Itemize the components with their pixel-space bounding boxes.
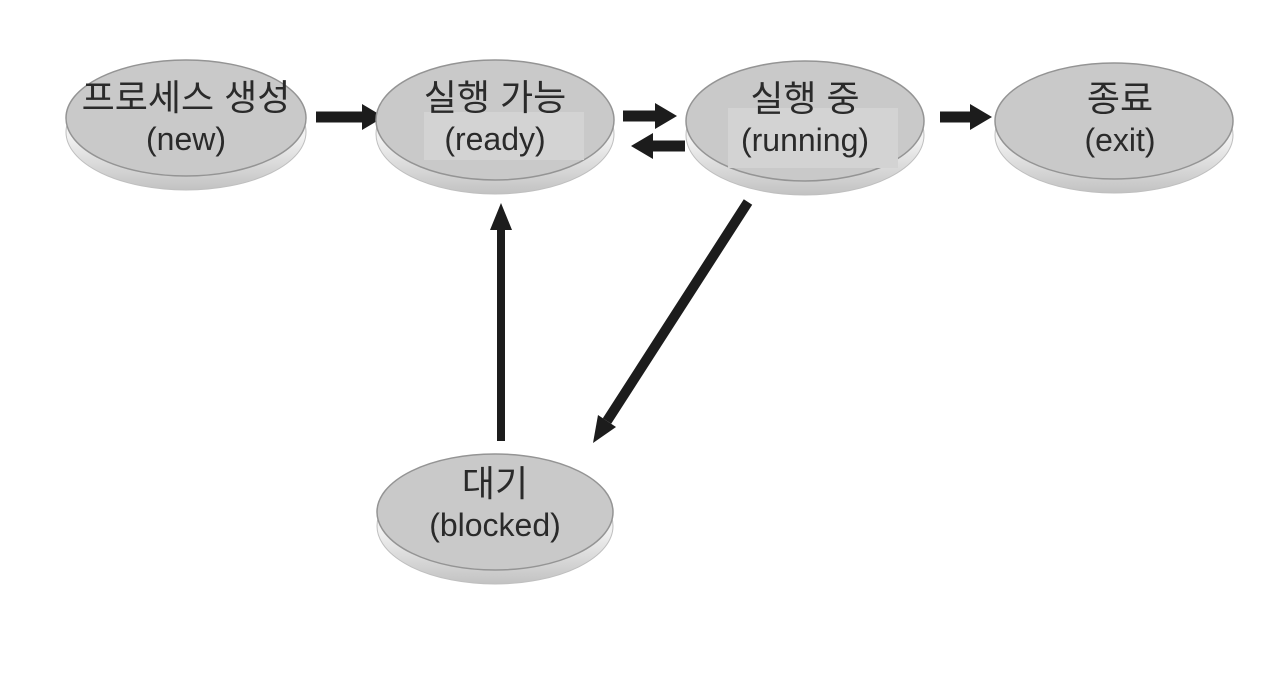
arrow-shaft bbox=[602, 199, 753, 424]
arrow-head bbox=[490, 203, 512, 230]
state-node-new: 프로세스 생성 (new) bbox=[65, 59, 307, 191]
disk-face bbox=[994, 62, 1234, 180]
state-label-korean: 실행 가능 bbox=[424, 77, 566, 118]
arrow-head bbox=[362, 104, 384, 130]
edge-running-to-blocked bbox=[593, 199, 753, 443]
state-node-blocked: 대기 (blocked) bbox=[376, 453, 614, 585]
state-node-ready: 실행 가능 (ready) bbox=[375, 59, 615, 195]
state-label-english: (ready) bbox=[444, 121, 545, 157]
state-label-korean: 실행 중 bbox=[750, 78, 859, 119]
state-label-english: (blocked) bbox=[429, 507, 561, 543]
edge-ready-to-running bbox=[623, 103, 677, 129]
disk-face bbox=[65, 59, 307, 177]
edge-new-to-ready bbox=[316, 104, 384, 130]
state-label-korean: 대기 bbox=[462, 463, 528, 504]
state-label-english: (exit) bbox=[1084, 122, 1155, 158]
edge-blocked-to-ready bbox=[490, 203, 512, 441]
state-label-korean: 종료 bbox=[1087, 78, 1153, 119]
edge-running-to-exit bbox=[940, 104, 992, 130]
arrow-head bbox=[655, 103, 677, 129]
arrow-head bbox=[593, 415, 616, 443]
state-node-exit: 종료 (exit) bbox=[994, 62, 1234, 194]
state-label-korean: 프로세스 생성 bbox=[82, 77, 291, 118]
arrow-head bbox=[970, 104, 992, 130]
edge-running-to-ready bbox=[631, 133, 685, 159]
label-patch bbox=[424, 112, 584, 160]
disk-face bbox=[376, 453, 614, 571]
label-patch bbox=[728, 108, 898, 168]
state-label-english: (running) bbox=[741, 122, 869, 158]
arrow-head bbox=[631, 133, 653, 159]
state-label-english: (new) bbox=[146, 121, 226, 157]
state-node-running: 실행 중 (running) bbox=[685, 60, 925, 196]
